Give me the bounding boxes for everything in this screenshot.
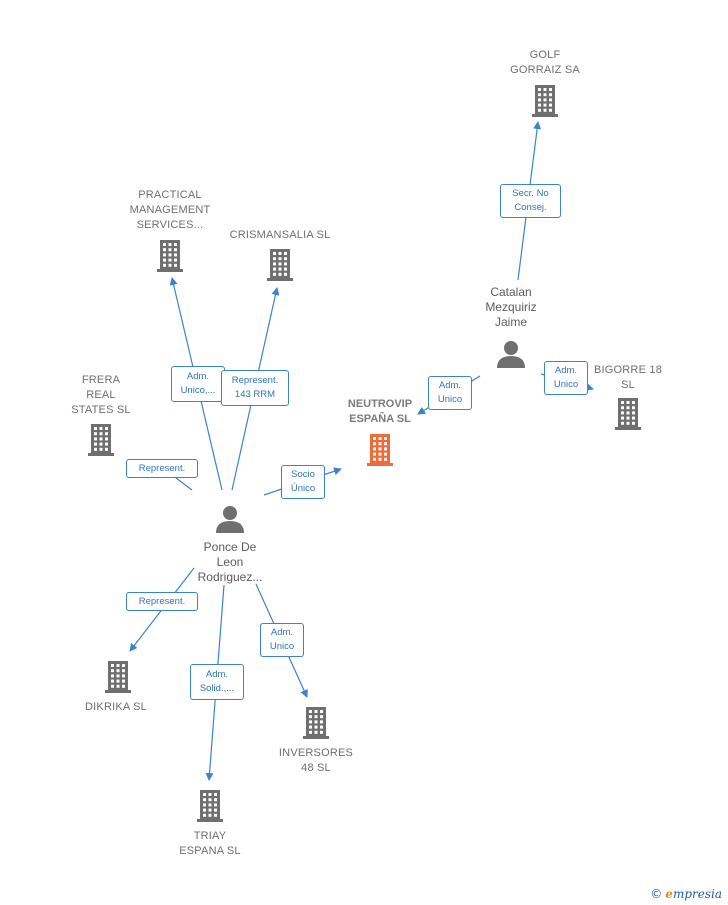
node-label-bigorre[interactable]: BIGORRE 18 SL: [593, 364, 663, 391]
edge-label-ponce-to-practical[interactable]: Adm. Unico,...: [171, 366, 225, 402]
edge-label-catalan-to-neutrovip[interactable]: Adm. Unico: [428, 376, 472, 410]
node-label-practical[interactable]: PRACTICAL MANAGEMENT SERVICES...: [129, 189, 211, 231]
building-icon-practical[interactable]: [157, 240, 183, 272]
node-label-catalan[interactable]: Catalan Mezquiriz Jaime: [485, 285, 537, 329]
node-label-dikrika[interactable]: DIKRIKA SL: [85, 701, 147, 713]
node-label-triay[interactable]: TRIAY ESPANA SL: [179, 830, 241, 857]
building-icon-neutrovip[interactable]: [367, 434, 393, 466]
node-label-golf_gorraiz[interactable]: GOLF GORRAIZ SA: [510, 49, 580, 76]
person-icon-catalan[interactable]: [497, 341, 525, 368]
edge-label-ponce-to-frera[interactable]: Represent.: [126, 459, 198, 478]
empresia-logo: ©empresia: [650, 887, 722, 901]
building-icon-frera[interactable]: [88, 424, 114, 456]
edge-label-catalan-to-bigorre[interactable]: Adm. Unico: [544, 361, 588, 395]
node-label-neutrovip[interactable]: NEUTROVIP ESPAÑA SL: [347, 398, 413, 425]
edge-label-ponce-to-inversores[interactable]: Adm. Unico: [260, 623, 304, 657]
edge-label-ponce-to-neutrovip[interactable]: Socio Único: [281, 465, 325, 499]
edge-label-ponce-to-crismansalia[interactable]: Represent. 143 RRM: [221, 370, 289, 406]
building-icon-inversores[interactable]: [303, 707, 329, 739]
node-label-ponce[interactable]: Ponce De Leon Rodriguez...: [197, 540, 263, 584]
edge-label-ponce-to-triay[interactable]: Adm. Solid.,...: [190, 664, 244, 700]
person-icon-ponce[interactable]: [216, 506, 244, 533]
node-label-frera[interactable]: FRERA REAL STATES SL: [71, 374, 131, 416]
building-icon-bigorre[interactable]: [615, 398, 641, 430]
edge-label-ponce-to-dikrika[interactable]: Represent.: [126, 592, 198, 611]
node-label-crismansalia[interactable]: CRISMANSALIA SL: [229, 229, 331, 241]
building-icon-dikrika[interactable]: [105, 661, 131, 693]
building-icon-golf_gorraiz[interactable]: [532, 85, 558, 117]
building-icon-triay[interactable]: [197, 790, 223, 822]
node-label-inversores[interactable]: INVERSORES 48 SL: [278, 747, 354, 774]
edge-label-catalan-to-golf_gorraiz[interactable]: Secr. No Consej.: [500, 184, 561, 218]
building-icon-crismansalia[interactable]: [267, 249, 293, 281]
edge-ponce-to-frera: [175, 477, 193, 491]
